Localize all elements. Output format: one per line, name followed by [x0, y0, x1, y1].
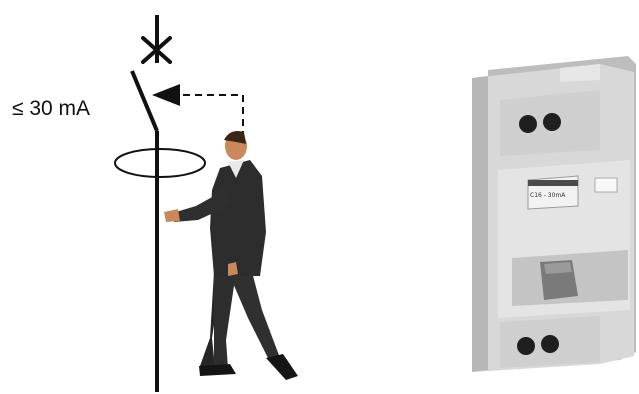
threshold-label: ≤ 30 mA [12, 97, 90, 121]
test-indicator [595, 178, 617, 192]
person-shoe-back [199, 364, 236, 376]
device-rating-text: C16 - 30mA [530, 192, 566, 199]
terminal-screw-top-right [543, 113, 561, 131]
switch-blade [132, 71, 157, 131]
terminal-screw-bottom-right [541, 335, 559, 353]
person-hand [164, 209, 180, 222]
person-shoe-front [266, 354, 298, 380]
toroid-sensor [115, 149, 205, 177]
rcbo-device: C16 - 30mA [472, 56, 636, 372]
person-front-leg [228, 272, 280, 362]
person-torso [210, 160, 266, 276]
terminal-screw-top-left [519, 115, 537, 133]
trip-arrow-icon [152, 84, 180, 106]
person-figure [164, 131, 298, 380]
terminal-screw-bottom-left [517, 337, 535, 355]
